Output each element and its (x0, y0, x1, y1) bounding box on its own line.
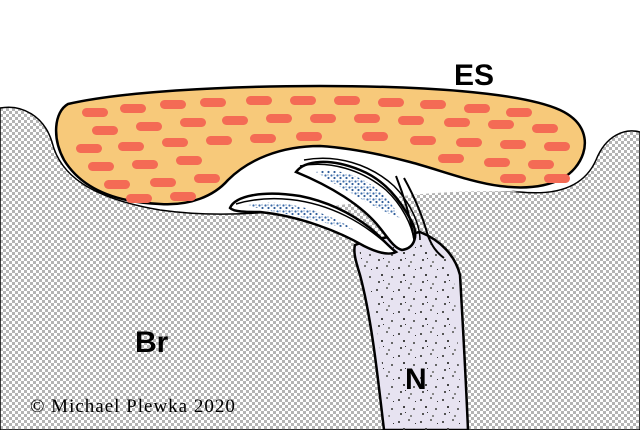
cell (200, 98, 226, 107)
cap-es (54, 84, 587, 206)
cell (544, 174, 570, 183)
cell (500, 140, 526, 149)
cell (118, 142, 144, 151)
cell (398, 116, 424, 125)
cell (132, 160, 158, 169)
cell (150, 178, 176, 187)
cell (250, 134, 276, 143)
cell (506, 108, 532, 117)
cell (82, 108, 108, 117)
cell (170, 192, 196, 201)
cell (246, 96, 272, 105)
cell (176, 156, 202, 165)
cell (290, 96, 316, 105)
cell (92, 126, 118, 135)
cell (104, 180, 130, 189)
cell (438, 154, 464, 163)
cell (206, 136, 232, 145)
cell (194, 174, 220, 183)
cell (126, 194, 152, 203)
cell (88, 162, 114, 171)
blue-granules-lower (248, 202, 354, 230)
organ-lower-lines (235, 197, 395, 251)
cell (362, 132, 388, 141)
cell (162, 138, 188, 147)
stalk-lines (395, 175, 445, 259)
label-br: Br (135, 326, 169, 359)
cell (160, 100, 186, 109)
sensory-organ-upper (294, 160, 417, 252)
cell (310, 114, 336, 123)
label-n: N (405, 363, 427, 396)
cell (484, 158, 510, 167)
cell (464, 104, 490, 113)
cell (444, 118, 470, 127)
cell (378, 98, 404, 107)
cell (76, 144, 102, 153)
blue-granules-upper (316, 170, 400, 218)
cap-cells (76, 96, 570, 203)
organ-upper-lines (299, 157, 421, 241)
cell (354, 114, 380, 123)
cell (528, 160, 554, 169)
cell (410, 136, 436, 145)
cell (500, 174, 526, 183)
cell (420, 100, 446, 109)
cell (266, 114, 292, 123)
cell (222, 116, 248, 125)
cell (136, 122, 162, 131)
cell (532, 124, 558, 133)
copyright: © Michael Plewka 2020 (30, 396, 236, 417)
cell (334, 96, 360, 105)
cell (488, 120, 514, 129)
label-es: ES (454, 59, 494, 92)
cell (544, 142, 570, 151)
cell (180, 118, 206, 127)
cell (456, 138, 482, 147)
nerve-speckle (359, 238, 462, 430)
cell (296, 132, 322, 141)
cell (120, 104, 146, 113)
